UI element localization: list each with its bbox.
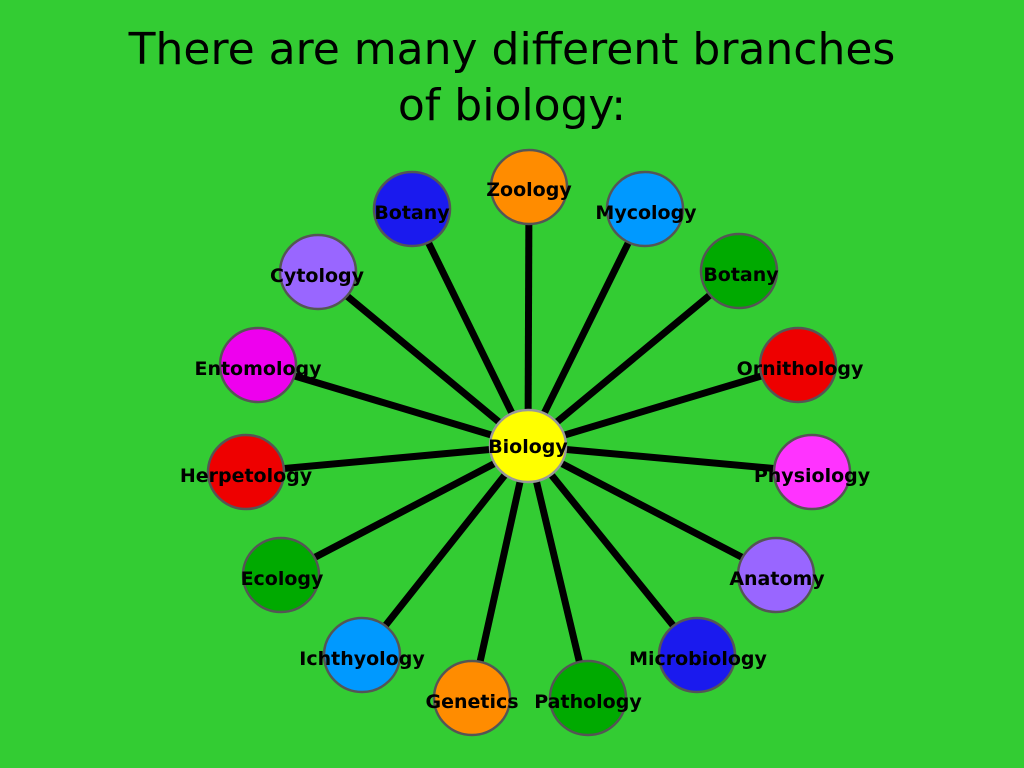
hub-label: Biology: [488, 436, 568, 458]
node-genetics-8: [432, 659, 512, 737]
node-ecology-10: [241, 536, 321, 614]
node-label-ecology-10: Ecology: [241, 568, 324, 590]
title-line-1: There are many different branches: [128, 24, 896, 75]
node-physiology-4: [772, 433, 852, 511]
spoke-ichthyology-9: [359, 443, 531, 658]
spoke-ornithology-3: [526, 361, 800, 450]
node-entomology-12: [218, 326, 298, 404]
spoke-ecology-10: [279, 442, 530, 579]
node-label-botany-2: Botany: [703, 264, 779, 286]
spoke-cytology-13: [315, 269, 531, 449]
spokes-group: [245, 186, 813, 699]
spoke-botany-14: [408, 207, 532, 448]
node-label-genetics-8: Genetics: [425, 691, 518, 713]
node-label-mycology-1: Mycology: [595, 202, 697, 224]
node-label-ichthyology-9: Ichthyology: [299, 648, 425, 670]
node-label-entomology-12: Entomology: [194, 358, 322, 380]
node-pathology-7: [548, 659, 628, 737]
spoke-entomology-12: [256, 361, 530, 450]
node-label-cytology-13: Cytology: [270, 265, 365, 287]
spoke-mycology-1: [524, 207, 649, 448]
node-label-botany-14: Botany: [374, 202, 450, 224]
node-zoology-0: [489, 148, 569, 226]
node-label-ornithology-3: Ornithology: [737, 358, 864, 380]
node-label-microbiology-6: Microbiology: [629, 648, 767, 670]
spoke-anatomy-5: [526, 442, 778, 579]
node-herpetology-11: [206, 433, 286, 511]
title-line-2: of biology:: [397, 80, 627, 131]
spoke-herpetology-11: [245, 442, 529, 476]
node-label-herpetology-11: Herpetology: [180, 465, 313, 487]
slide-title: There are many different branches of bio…: [0, 22, 1024, 134]
node-ichthyology-9: [322, 616, 402, 694]
node-label-physiology-4: Physiology: [754, 465, 871, 487]
spoke-pathology-7: [524, 445, 592, 699]
spoke-zoology-0: [524, 186, 533, 447]
node-botany-14: [372, 170, 452, 248]
spoke-botany-2: [525, 268, 742, 449]
node-botany-2: [699, 232, 779, 310]
labels-group: ZoologyMycologyBotanyOrnithologyPhysiolo…: [180, 179, 871, 713]
node-mycology-1: [605, 170, 685, 248]
spoke-physiology-4: [527, 442, 813, 476]
hub-node-biology: [488, 408, 568, 484]
node-label-anatomy-5: Anatomy: [729, 568, 825, 590]
node-label-pathology-7: Pathology: [534, 691, 642, 713]
node-cytology-13: [278, 233, 358, 311]
spoke-genetics-8: [468, 445, 532, 699]
node-microbiology-6: [657, 616, 737, 694]
spoke-microbiology-6: [525, 443, 700, 658]
node-label-zoology-0: Zoology: [486, 179, 572, 201]
node-ornithology-3: [758, 326, 838, 404]
node-anatomy-5: [736, 536, 816, 614]
nodes-group: [206, 148, 852, 737]
